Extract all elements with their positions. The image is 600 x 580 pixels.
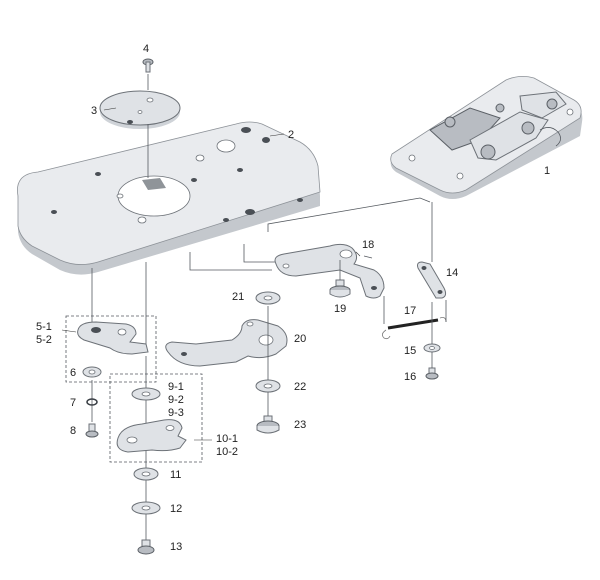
label-6: 6: [70, 367, 76, 379]
washer-21: [255, 291, 281, 305]
label-21: 21: [232, 291, 244, 303]
ring-7: [86, 398, 98, 406]
top-screw: [142, 58, 154, 73]
label-11: 11: [170, 469, 181, 481]
bracket-5: [77, 321, 149, 355]
label-15: 15: [404, 345, 416, 357]
main-plate: [17, 121, 321, 275]
link-14: [417, 261, 447, 299]
label-10-2: 10-2: [216, 446, 238, 458]
link-18: [274, 243, 385, 299]
label-16: 16: [404, 371, 416, 383]
group-box-9-10: [109, 373, 203, 463]
label-8: 8: [70, 425, 76, 437]
label-18: 18: [362, 239, 374, 251]
cover-disc: [99, 90, 181, 129]
label-20: 20: [294, 333, 306, 345]
assembled-plate-unit: [390, 76, 583, 199]
label-5-2: 5-2: [36, 334, 52, 346]
label-7: 7: [70, 397, 76, 409]
washer-22: [255, 379, 281, 393]
label-23: 23: [294, 419, 306, 431]
label-13: 13: [170, 541, 182, 553]
label-22: 22: [294, 381, 306, 393]
label-14: 14: [446, 267, 458, 279]
group-box-5: [65, 315, 157, 383]
label-9-2: 9-2: [168, 394, 184, 406]
label-17: 17: [404, 305, 416, 317]
label-10-1: 10-1: [216, 433, 238, 445]
lever-10: [116, 419, 187, 453]
screw-23: [256, 415, 280, 434]
washer-15: [423, 343, 441, 353]
washer-11: [133, 467, 159, 481]
label-5-1: 5-1: [36, 321, 52, 333]
label-4: 4: [143, 43, 149, 55]
washer-12: [131, 501, 161, 515]
screw-13: [137, 539, 155, 555]
label-9-3: 9-3: [168, 407, 184, 419]
arm-20: [165, 319, 288, 367]
spring-17: [382, 317, 447, 340]
screw-16: [425, 367, 439, 380]
label-1: 1: [544, 165, 550, 177]
label-9-1: 9-1: [168, 381, 184, 393]
washer-6: [82, 366, 102, 378]
screw-19: [329, 279, 351, 298]
screw-8: [85, 423, 99, 438]
label-2: 2: [288, 129, 294, 141]
label-3: 3: [91, 105, 97, 117]
label-19: 19: [334, 303, 346, 315]
label-12: 12: [170, 503, 182, 515]
washer-9: [131, 387, 161, 401]
